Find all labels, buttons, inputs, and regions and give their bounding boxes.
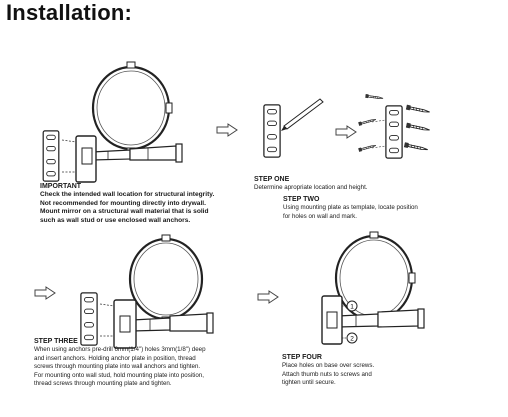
important-line: Check the intended wall location for str… — [40, 191, 215, 199]
step-three-line: screws through mounting plate into wall … — [34, 363, 201, 371]
important-line: Not recommended for mounting directly in… — [40, 199, 206, 207]
arrow-icon — [34, 286, 56, 300]
important-block: IMPORTANT Check the intended wall locati… — [40, 183, 214, 225]
step-one-line: Determine apropriate location and height… — [254, 184, 368, 192]
arrow-icon — [216, 123, 238, 137]
arrow-icon — [257, 290, 279, 304]
step-three-line: For mounting onto wall stud, hold mounti… — [34, 371, 204, 379]
step-two-line: Using mounting plate as template, locate… — [283, 204, 418, 212]
step-two-heading: STEP TWO — [283, 196, 320, 203]
step-two-line: for holes on wall and mark. — [283, 212, 357, 220]
step-four-block: STEP FOUR Place holes on base over screw… — [282, 354, 374, 388]
callout-1: 1 — [350, 304, 354, 311]
important-heading: IMPORTANT — [40, 183, 82, 190]
step-three-line: When using anchors pre-drill 6mm(1/4") h… — [34, 346, 206, 354]
page-title: Installation: — [6, 0, 133, 25]
step-three-line: thread screws through mounting plate and… — [34, 380, 172, 388]
step-three-block: STEP THREE When using anchors pre-drill … — [34, 338, 206, 388]
step-one-heading: STEP ONE — [254, 176, 290, 183]
step-one-drawing — [263, 98, 324, 158]
step-three-line: and insert anchors. Holding anchor plate… — [34, 354, 196, 362]
mirror-assembly-drawing — [42, 61, 183, 183]
step-two-drawing — [357, 93, 431, 159]
callout-2: 2 — [350, 336, 354, 343]
important-line: such as wall stud or use enclosed wall a… — [40, 216, 191, 224]
step-four-line: Attach thumb nuts to screws and — [282, 370, 372, 378]
step-three-heading: STEP THREE — [34, 338, 78, 345]
step-four-heading: STEP FOUR — [282, 354, 322, 361]
important-line: Mount mirror on a structural wall materi… — [40, 208, 209, 216]
step-four-line: tighten until secure. — [282, 379, 336, 387]
step-four-drawing: 1 2 — [321, 231, 425, 345]
step-one-block: STEP ONE Determine apropriate location a… — [254, 176, 368, 193]
step-two-block: STEP TWO Using mounting plate as templat… — [283, 196, 418, 221]
step-four-line: Place holes on base over screws. — [282, 362, 375, 370]
step-three-drawing — [80, 234, 214, 349]
arrow-icon — [335, 125, 357, 139]
